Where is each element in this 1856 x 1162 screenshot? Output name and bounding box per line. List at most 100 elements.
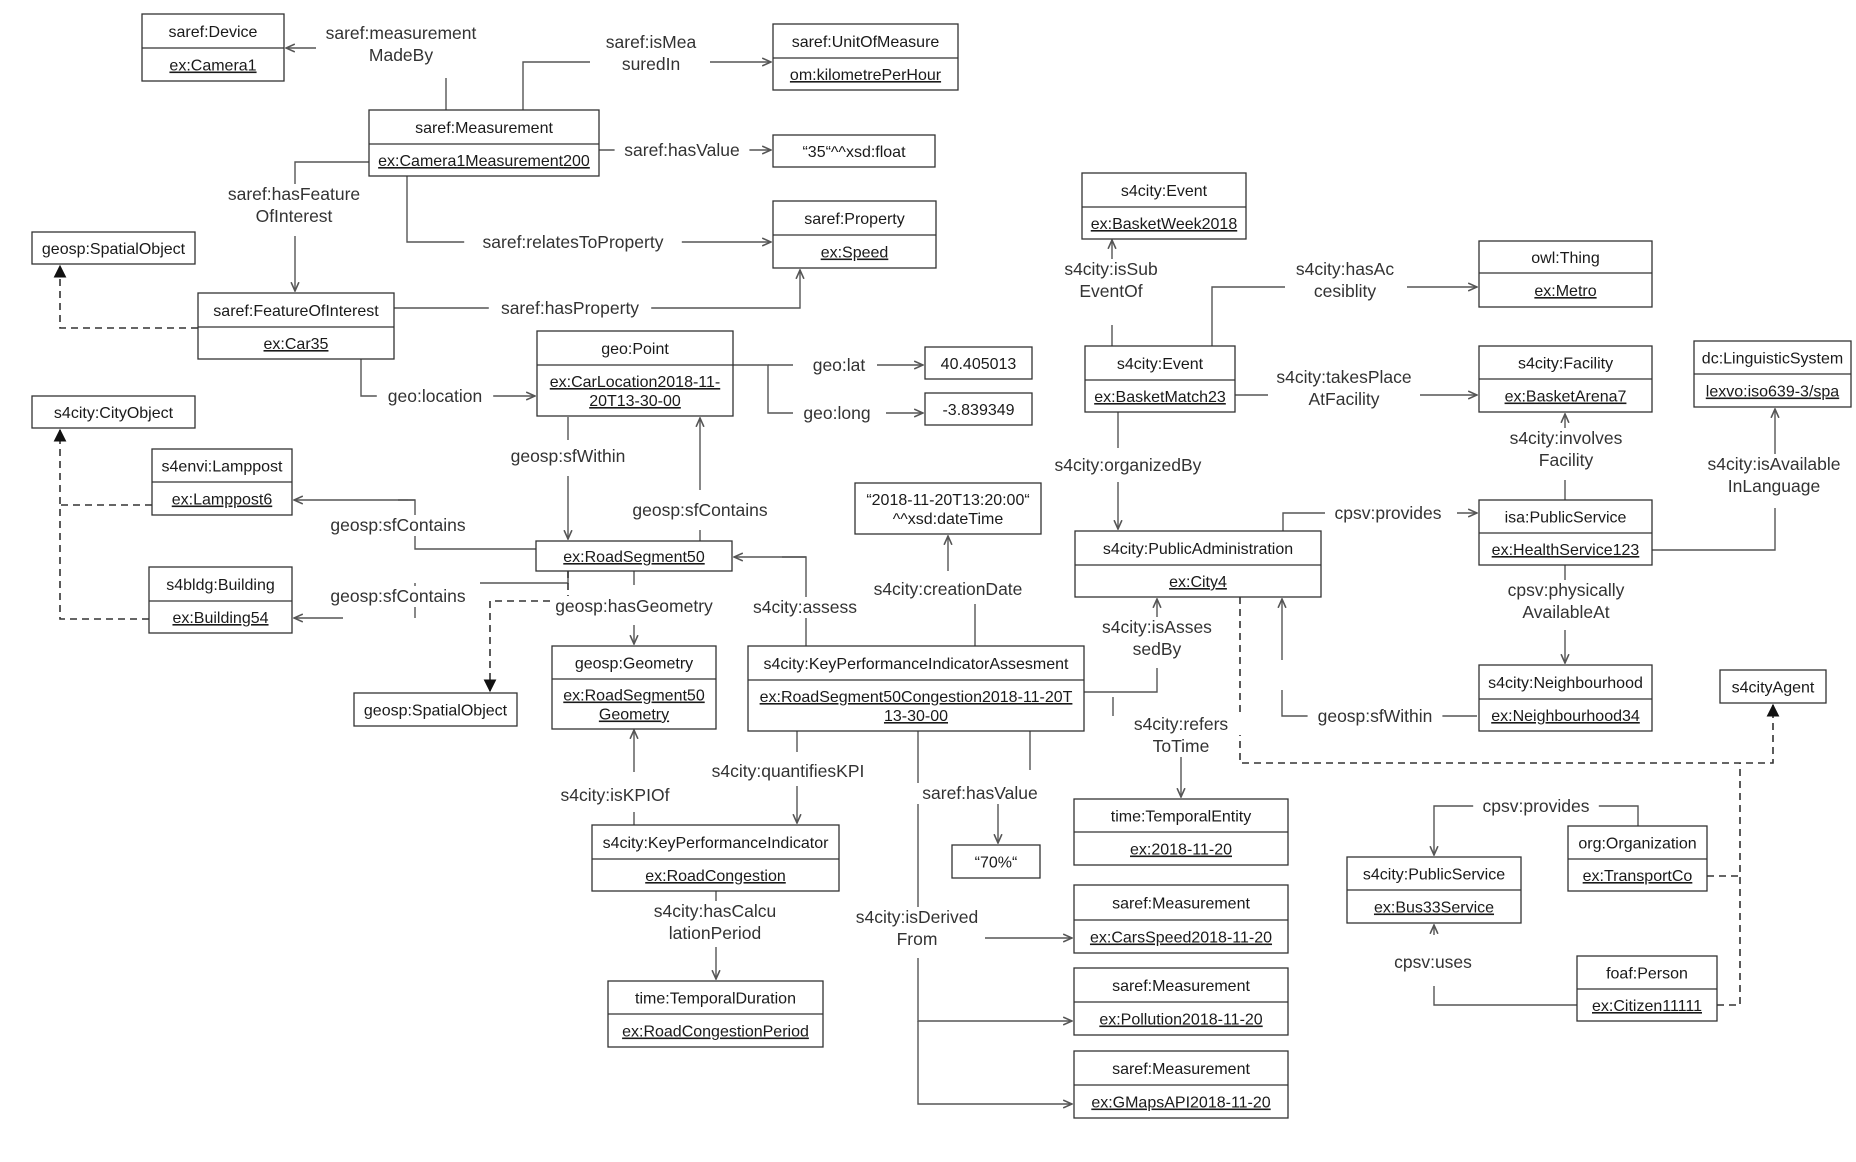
- node-frame: [536, 330, 734, 417]
- node-value-label: “35“^^xsd:float: [802, 144, 906, 161]
- node-frame: [551, 645, 717, 730]
- node-type-label: geo:Point: [601, 341, 669, 358]
- edge-label-sfContains1: geosp:sfContains: [623, 500, 777, 521]
- edge-label-hasValue2: saref:hasValue: [912, 783, 1048, 804]
- edge-label-bg: [614, 140, 750, 161]
- edge-label-text: geosp:sfWithin: [1318, 706, 1433, 726]
- node-value-label[interactable]: ex:RoadSegment50: [563, 549, 705, 566]
- node-frame: [924, 346, 1033, 380]
- node-instance-label[interactable]: ex:Metro: [1534, 283, 1596, 300]
- node-instance-label[interactable]: ex:RoadSegment50Congestion2018-11-20T: [760, 689, 1073, 706]
- node-instance-label[interactable]: ex:Speed: [821, 245, 889, 262]
- node-instance-label[interactable]: lexvo:iso639-3/spa: [1706, 384, 1840, 401]
- edge-provides-1: [1282, 512, 1325, 531]
- node-instance-label[interactable]: ex:Camera1Measurement200: [378, 153, 590, 170]
- node-value-label: “2018-11-20T13:20:00“: [866, 492, 1029, 509]
- edge-is-assessed-by: [1084, 668, 1158, 693]
- node-instance-label[interactable]: ex:BasketArena7: [1505, 389, 1627, 406]
- node-instance-label[interactable]: ex:2018-11-20: [1130, 842, 1232, 859]
- node-instance-label[interactable]: ex:City4: [1169, 574, 1227, 591]
- edge-is-measured-in: [522, 61, 590, 110]
- node-frame: [197, 292, 395, 360]
- node-type-label: dc:LinguisticSystem: [1702, 351, 1843, 368]
- edge-geo-lat-branch: [733, 364, 793, 414]
- node-type-label: saref:Property: [804, 211, 904, 228]
- edge-has-property-end: [650, 270, 800, 309]
- edge-label-bg: [803, 355, 875, 376]
- edge-label-bg: [1150, 736, 1212, 757]
- edge-label-text: sedBy: [1133, 639, 1182, 659]
- node-instance-label[interactable]: ex:Pollution2018-11-20: [1099, 1012, 1262, 1029]
- node-type-label: s4city:Event: [1117, 356, 1204, 373]
- edge-derived-gmaps: [917, 1021, 1072, 1104]
- node-instance-label[interactable]: ex:Bus33Service: [1374, 900, 1494, 917]
- edge-label-text: geo:location: [388, 386, 482, 406]
- node-instance-label[interactable]: ex:CarLocation2018-11-: [550, 374, 720, 391]
- edge-label-text: geosp:sfContains: [330, 586, 465, 606]
- node-instance-label[interactable]: ex:Camera1: [169, 58, 256, 75]
- edge-label-bg: [464, 232, 682, 253]
- node-instance-label[interactable]: ex:CarsSpeed2018-11-20: [1090, 930, 1272, 947]
- node-float35: “35“^^xsd:float: [772, 134, 936, 168]
- node-property: saref:Property ex:Speed: [772, 200, 937, 269]
- node-instance-label[interactable]: 20T13-30-00: [589, 393, 681, 410]
- node-instance-label[interactable]: ex:Citizen11111: [1592, 998, 1702, 1015]
- node-frame: [924, 392, 1033, 426]
- edge-label-bg: [1295, 389, 1393, 410]
- node-instance-label[interactable]: ex:TransportCo: [1583, 868, 1693, 885]
- node-instance-label[interactable]: ex:Car35: [264, 336, 329, 353]
- node-instance-label[interactable]: ex:RoadCongestion: [645, 868, 786, 885]
- node-frame: [591, 824, 840, 892]
- node-instance-label[interactable]: om:kilometrePerHour: [790, 67, 942, 84]
- node-instance-label[interactable]: ex:GMapsAPI2018-11-20: [1091, 1095, 1270, 1112]
- edge-label-bg: [1473, 796, 1599, 817]
- node-frame: [1478, 664, 1653, 732]
- edge-label-text: geo:lat: [813, 355, 866, 375]
- edge-label-bg: [552, 596, 716, 617]
- node-lang: dc:LinguisticSystem lexvo:iso639-3/spa: [1693, 340, 1852, 408]
- node-value-label: geosp:SpatialObject: [42, 241, 186, 258]
- node-instance-label[interactable]: ex:BasketWeek2018: [1091, 216, 1238, 233]
- node-instance-label[interactable]: ex:Lamppost6: [172, 492, 273, 509]
- edge-label-bg: [1725, 476, 1823, 497]
- node-frame: [772, 23, 959, 91]
- node-instance-label[interactable]: ex:RoadCongestionPeriod: [622, 1024, 809, 1041]
- edge-road-spatial-dashed: [483, 571, 569, 693]
- edge-label-bg: [488, 298, 652, 319]
- edge-sf-within-2: [1281, 690, 1317, 717]
- node-org: org:Organization ex:TransportCo: [1567, 825, 1708, 892]
- node-instance-label[interactable]: ex:HealthService123: [1492, 542, 1640, 559]
- edge-provides-2-arrow: [1434, 805, 1476, 855]
- edge-label-text: ToTime: [1153, 736, 1210, 756]
- node-instance-label[interactable]: ex:RoadSegment50: [563, 688, 705, 705]
- edge-label-bg: [547, 785, 683, 806]
- edge-label-text: s4city:isDerived: [856, 907, 979, 927]
- edge-label-hasGeometry: geosp:hasGeometry: [552, 596, 716, 617]
- node-instance-label[interactable]: ex:Neighbourhood34: [1491, 708, 1640, 725]
- node-instance-label[interactable]: ex:BasketMatch23: [1094, 389, 1226, 406]
- node-instance-label[interactable]: ex:Building54: [172, 610, 268, 627]
- edge-label-text: InLanguage: [1728, 476, 1820, 496]
- node-instance-label[interactable]: 13-30-00: [884, 708, 948, 725]
- edge-label-text: AvailableAt: [1522, 602, 1609, 622]
- node-type-label: foaf:Person: [1606, 966, 1688, 983]
- edge-label-text: s4city:quantifiesKPI: [712, 761, 865, 781]
- node-measurement: saref:Measurementex:Camera1Measurement20…: [368, 109, 600, 177]
- edge-uses: [1433, 986, 1577, 1006]
- node-instance-label[interactable]: Geometry: [599, 707, 669, 724]
- edge-label-text: s4city:hasCalcu: [654, 901, 777, 921]
- node-type-label: org:Organization: [1578, 836, 1696, 853]
- edge-label-text: s4city:takesPlace: [1276, 367, 1411, 387]
- node-value-label: 40.405013: [941, 356, 1017, 373]
- edge-label-bg: [597, 32, 705, 53]
